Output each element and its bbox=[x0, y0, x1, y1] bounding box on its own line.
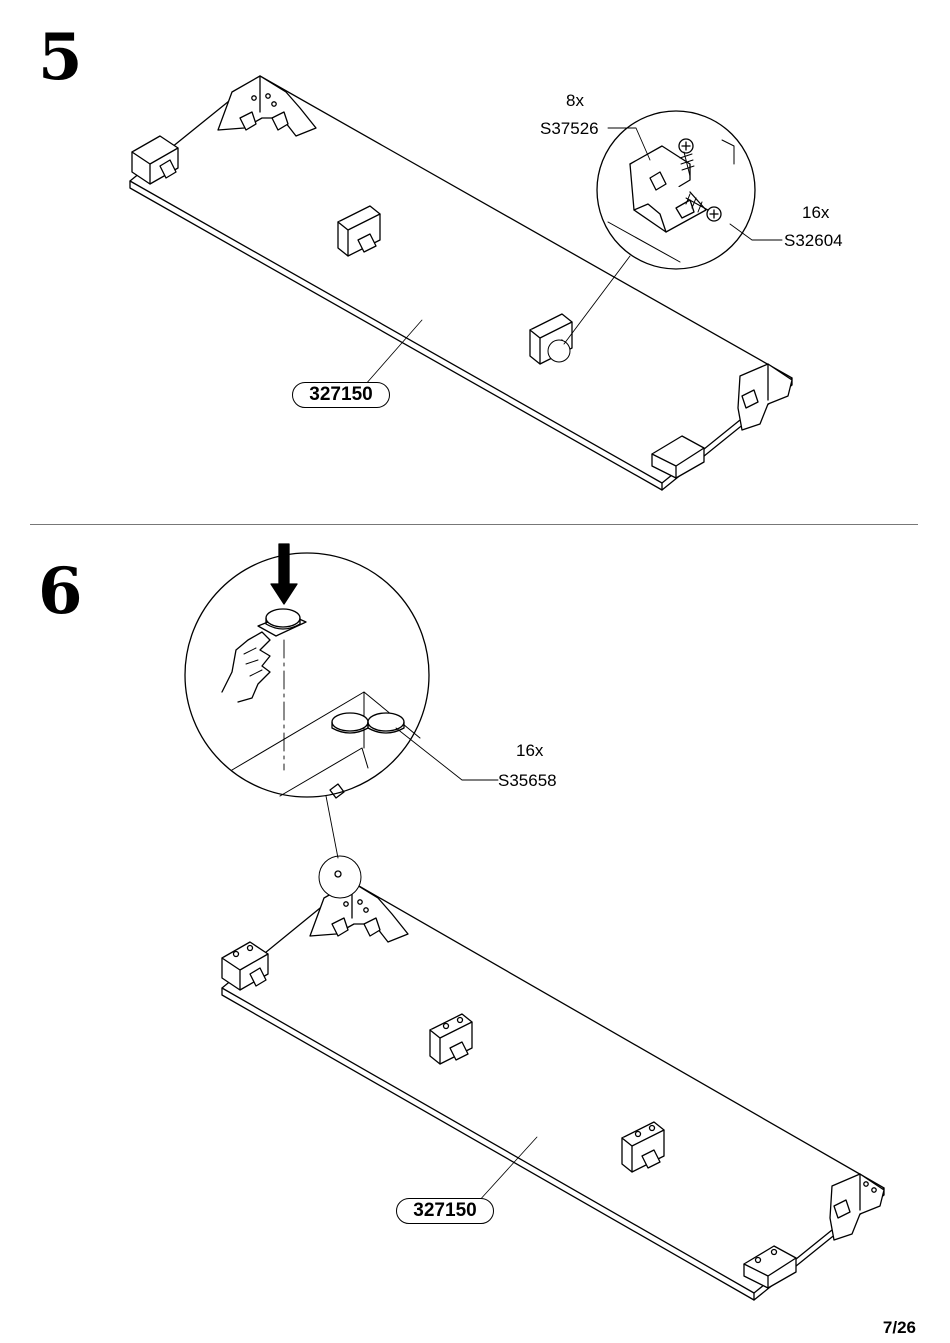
step5-corner-leg-back bbox=[218, 76, 316, 136]
step5-block-left bbox=[132, 136, 178, 184]
step6-detail-circle bbox=[185, 544, 498, 858]
part-label-327150-step6: 327150 bbox=[396, 1198, 494, 1224]
step6-corner-leg-back bbox=[310, 856, 408, 942]
callout-code-s37526: S37526 bbox=[540, 120, 599, 137]
section-divider bbox=[30, 524, 918, 525]
step6-block-front bbox=[744, 1246, 796, 1288]
callout-qty-s32604: 16x bbox=[802, 204, 829, 221]
page-number: 7/26 bbox=[883, 1318, 916, 1338]
step6-corner-leg-front bbox=[830, 1174, 884, 1240]
callout-qty-s35658: 16x bbox=[516, 742, 543, 759]
step-number-6: 6 bbox=[38, 560, 83, 624]
part-label-327150-step5: 327150 bbox=[292, 382, 390, 408]
step5-block-mid1 bbox=[338, 206, 380, 256]
step6-panel bbox=[222, 882, 884, 1300]
callout-code-s35658: S35658 bbox=[498, 772, 557, 789]
step-number-5: 5 bbox=[38, 26, 83, 90]
step6-block-mid2 bbox=[622, 1122, 664, 1172]
step6-block-left bbox=[222, 942, 268, 990]
step5-block-front bbox=[652, 436, 704, 478]
step5-detail-circle bbox=[564, 111, 782, 344]
step6-block-mid1 bbox=[430, 1014, 472, 1064]
callout-qty-s37526: 8x bbox=[566, 92, 584, 109]
callout-code-s32604: S32604 bbox=[784, 232, 843, 249]
step5-block-mid2 bbox=[530, 314, 572, 364]
step5-corner-leg-front bbox=[738, 364, 792, 430]
